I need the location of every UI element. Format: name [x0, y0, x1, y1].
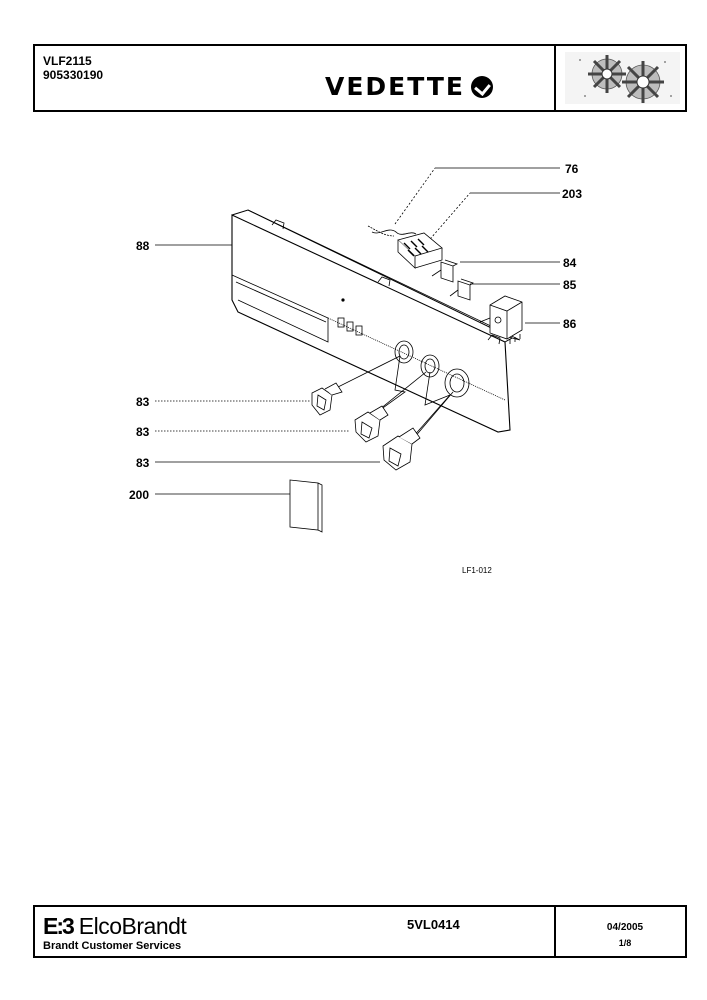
part-label-86: 86	[563, 317, 577, 331]
brand-name: VEDETTE	[325, 72, 466, 101]
part-label-85: 85	[563, 278, 577, 292]
page-number: 1/8	[618, 938, 632, 948]
gears-icon	[565, 52, 680, 104]
brand-logo: VEDETTE	[325, 72, 494, 101]
header-divider	[554, 46, 556, 110]
elcobrandt-mark-icon: E:3	[43, 913, 75, 939]
company-subtitle: Brandt Customer Services	[43, 940, 182, 952]
figure-reference: LF1-012	[462, 566, 492, 575]
company-name: ElcoBrandt	[78, 913, 187, 939]
part-label-88: 88	[136, 239, 150, 253]
control-panel	[231, 214, 511, 433]
part-label-200: 200	[129, 488, 150, 502]
model-line-2: 905330190	[43, 68, 104, 82]
document-date: 04/2005	[606, 922, 644, 933]
part-label-83: 83	[136, 395, 150, 409]
part-label-84: 84	[563, 256, 577, 270]
model-line-1: VLF2115	[43, 54, 92, 68]
model-number: VLF2115 905330190	[43, 54, 103, 82]
footer-divider	[554, 907, 556, 956]
part-label-76: 76	[565, 162, 579, 176]
leader-203	[424, 192, 471, 246]
leader-76	[394, 167, 436, 225]
part-label-83: 83	[136, 425, 150, 439]
title-block: VLF2115 905330190 VEDETTE	[33, 44, 687, 112]
vedette-v-icon	[471, 76, 494, 98]
document-reference: 5VL0414	[407, 917, 460, 932]
part-label-83: 83	[136, 456, 150, 470]
part-label-203: 203	[562, 187, 583, 201]
